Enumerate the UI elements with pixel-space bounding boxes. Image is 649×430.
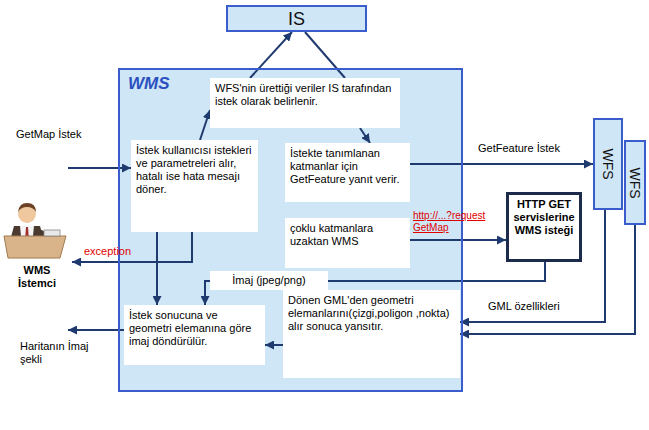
node-text: İstek sonucuna ve geometri elemanına gör… [129,309,260,348]
flow-arrow [72,232,192,262]
node-text: İstek kullanıcısı istekleri ve parametre… [136,144,253,196]
edge-label: GetFeature İstek [478,142,588,155]
flow-arrow [200,110,210,140]
flow-arrow [410,163,593,165]
service-container: WMS WFS'nin ürettiği veriler IS tarafında… [118,68,463,392]
node-text: WMS [128,74,170,94]
edge-label: http://...?request GetMap [413,210,505,234]
flow-arrow [305,32,345,78]
wms-panel [118,68,463,392]
annotation-label: GetMap İstek [16,128,116,141]
flow-arrow [156,232,158,305]
image-out-arrow [68,329,124,331]
edge-label: exception [84,245,164,258]
node-text: WFS'nin ürettiği veriler IS tarafından i… [215,82,395,108]
process-box: çoklu katmanlara uzaktan WMS [285,218,410,268]
user-figure [4,203,66,258]
request-box: HTTP GET servislerine WMS isteği [506,192,582,262]
client-actor: WMS İstemci [2,195,72,290]
flow-arrow [250,32,292,78]
annotation-label: Haritanın İmaj şekli [20,340,110,366]
node-text: WMS İstemci [7,264,67,290]
edge-label: İmaj (jpeg/png) [210,271,328,290]
flow-arrow [265,344,283,346]
node-text: Dönen GML'den geometri elemanlarını(çizg… [288,294,455,333]
process-box: İstekte tanımlanan katmanlar için GetFea… [285,143,410,202]
process-box: İstek kullanıcısı istekleri ve parametre… [131,140,258,232]
process-box: WFS'nin ürettiği veriler IS tarafından i… [210,78,400,128]
system-box: IS [226,5,367,32]
node-text: WFS [627,167,643,198]
flow-arrow [360,128,370,143]
service-box: WFS [624,140,646,225]
node-text: çoklu katmanlara uzaktan WMS [290,222,405,248]
node-text: HTTP GET servislerine WMS isteği [511,198,577,237]
service-box: WFS [593,118,623,210]
node-text: WFS [600,148,616,179]
node-text: İstekte tanımlanan katmanlar için GetFea… [290,147,405,186]
edge-label: GML özellikleri [488,300,588,313]
process-box: Dönen GML'den geometri elemanlarını(çizg… [283,290,460,378]
flow-arrow [410,239,506,241]
node-text: IS [288,9,305,29]
getmap-arrow [68,167,131,169]
process-box: İstek sonucuna ve geometri elemanına gör… [124,305,265,365]
